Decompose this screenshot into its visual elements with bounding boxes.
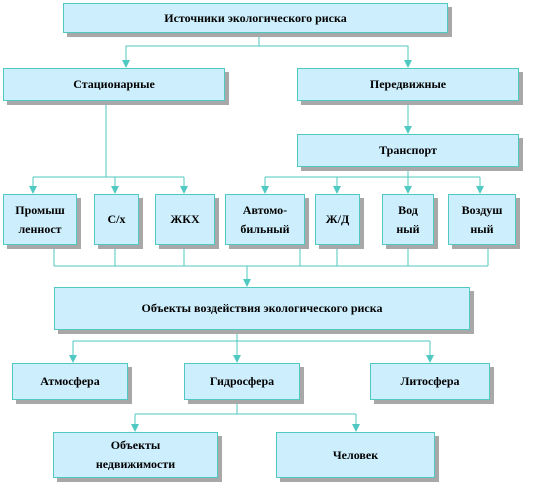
node-lithosphere: Литосфера	[370, 363, 490, 400]
node-atmosphere: Атмосфера	[12, 363, 128, 400]
edge-root-mobile	[259, 45, 412, 68]
node-auto: Автомо- бильный	[225, 194, 305, 245]
node-objects: Объекты воздействия экологического риска	[54, 287, 470, 330]
node-industry: Промыш ленност	[3, 194, 77, 245]
node-air: Воздуш ный	[448, 194, 516, 245]
node-agri: С/х	[94, 194, 139, 245]
node-transport: Транспорт	[297, 134, 519, 167]
node-housing: ЖКХ	[155, 194, 215, 245]
node-mobile: Передвижные	[297, 68, 519, 101]
node-rail: Ж/Д	[315, 194, 360, 245]
node-hydrosphere: Гидросфера	[184, 363, 300, 400]
node-stationary: Стационарные	[3, 68, 225, 101]
node-human: Человек	[276, 432, 435, 478]
node-root: Источники экологического риска	[63, 3, 448, 33]
edge-root-split	[122, 33, 260, 68]
node-water: Вод ный	[382, 194, 434, 245]
node-realty: Объекты недвижимости	[53, 432, 218, 478]
